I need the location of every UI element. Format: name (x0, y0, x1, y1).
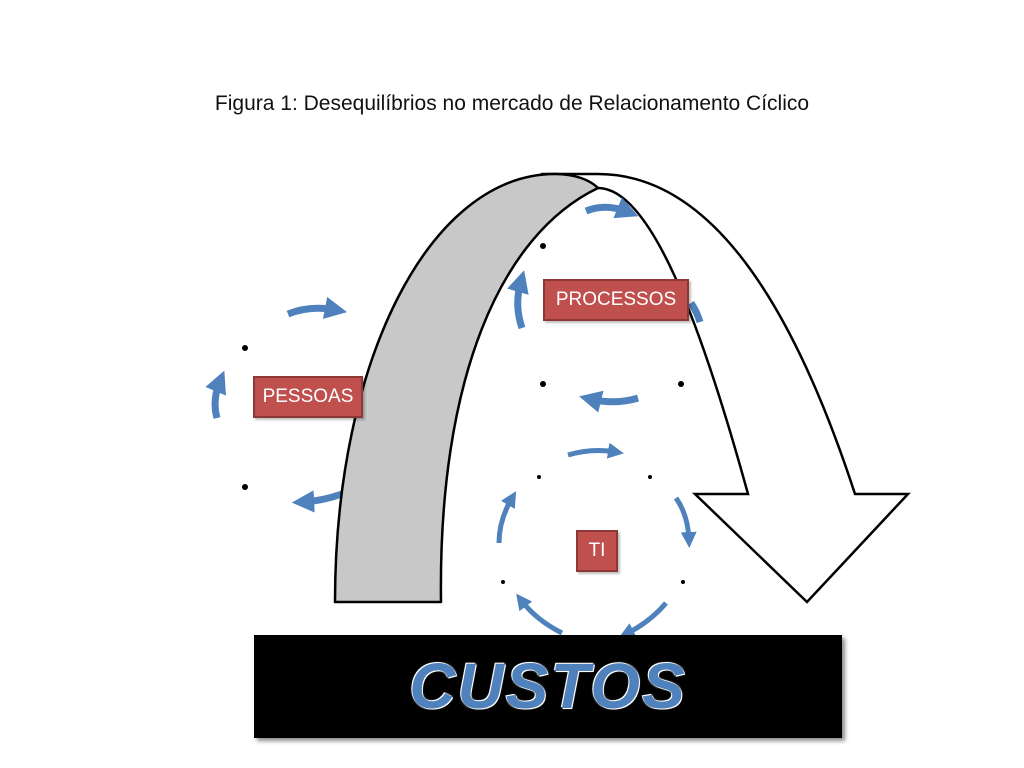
costs-label: CUSTOS (409, 650, 687, 722)
cycle-arrow (507, 270, 529, 330)
ti-label: TI (576, 530, 618, 572)
cycle-arrow (205, 370, 226, 419)
cycle-arrow (291, 490, 344, 513)
dot (681, 580, 685, 584)
cycle-arrow (496, 491, 517, 544)
cycle-arrow (516, 593, 564, 636)
dot (242, 484, 248, 490)
dot (648, 475, 652, 479)
dot (501, 580, 505, 584)
cycle-arrow (584, 197, 639, 219)
ti-cycle-arrows (496, 442, 697, 638)
cycle-arrow (579, 390, 640, 413)
dot (678, 381, 684, 387)
cycle-arrow (673, 496, 697, 548)
figure-caption: Figura 1: Desequilíbrios no mercado de R… (214, 92, 810, 115)
dot (242, 345, 248, 351)
cycle-arrow (618, 601, 668, 638)
dot (540, 381, 546, 387)
pessoas-cycle-arrows (205, 296, 347, 513)
cycle-arrow (286, 296, 347, 319)
dot (537, 475, 541, 479)
processos-label: PROCESSOS (543, 279, 689, 321)
cycle-dots (242, 243, 685, 584)
dot (540, 243, 546, 249)
processos-cycle-arrows (507, 197, 704, 413)
pessoas-label: PESSOAS (253, 376, 363, 418)
arch-back (333, 172, 600, 604)
cycle-arrow (688, 301, 704, 324)
costs-bar: CUSTOS (254, 635, 842, 738)
cycle-arrow (567, 442, 624, 459)
